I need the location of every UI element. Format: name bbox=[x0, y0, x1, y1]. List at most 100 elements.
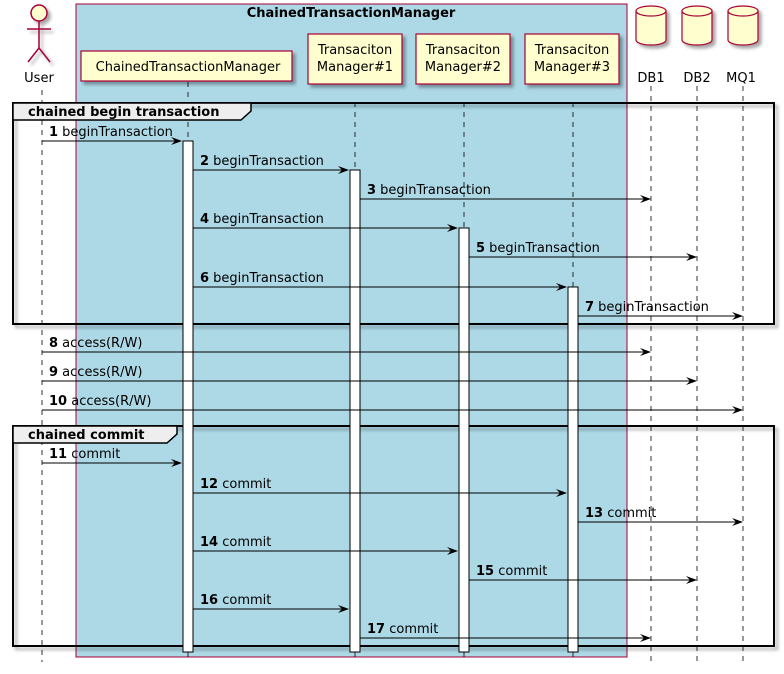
message-number: 5 bbox=[476, 241, 485, 256]
participant-box bbox=[307, 33, 403, 85]
message-label: 7 beginTransaction bbox=[585, 300, 709, 315]
actor-leg-right bbox=[38, 47, 51, 63]
message-label: 10 access(R/W) bbox=[49, 394, 151, 409]
database-icon bbox=[727, 5, 759, 46]
message-number: 13 bbox=[585, 506, 603, 521]
message-text: access(R/W) bbox=[58, 336, 142, 351]
message-label: 8 access(R/W) bbox=[49, 336, 142, 351]
fragment-begin: chained begin transaction bbox=[12, 102, 775, 325]
message-text: commit bbox=[218, 477, 271, 492]
message-number: 2 bbox=[200, 154, 209, 169]
fragment-title: chained commit bbox=[28, 428, 145, 443]
actor-head bbox=[30, 4, 48, 22]
arrowhead-icon bbox=[447, 547, 458, 555]
arrowhead-icon bbox=[171, 459, 182, 467]
message-text: commit bbox=[494, 564, 547, 579]
message-6: 6 beginTransaction bbox=[193, 271, 567, 291]
arrowhead-icon bbox=[338, 605, 349, 613]
message-number: 11 bbox=[49, 447, 67, 462]
message-label: 1 beginTransaction bbox=[49, 125, 173, 140]
message-number: 15 bbox=[476, 564, 494, 579]
fragment-header bbox=[12, 102, 252, 121]
actor-label: User bbox=[24, 71, 54, 86]
arrowhead-icon bbox=[640, 348, 651, 356]
database-icon bbox=[635, 5, 667, 46]
fragment-header bbox=[12, 425, 178, 444]
message-number: 8 bbox=[49, 336, 58, 351]
message-17: 17 commit bbox=[360, 622, 651, 642]
message-12: 12 commit bbox=[193, 477, 567, 497]
message-number: 9 bbox=[49, 365, 58, 380]
message-label: 17 commit bbox=[367, 622, 438, 637]
message-label: 4 beginTransaction bbox=[200, 212, 324, 227]
arrowhead-icon bbox=[732, 406, 743, 414]
database-db2: DB2 bbox=[681, 5, 713, 86]
fragment-commit: chained commit bbox=[12, 425, 775, 647]
message-number: 14 bbox=[200, 535, 218, 550]
arrowhead-icon bbox=[556, 489, 567, 497]
message-number: 16 bbox=[200, 593, 218, 608]
database-label: MQ1 bbox=[726, 71, 756, 86]
message-text: beginTransaction bbox=[594, 300, 709, 315]
message-text: beginTransaction bbox=[376, 183, 491, 198]
message-label: 14 commit bbox=[200, 535, 271, 550]
participant-tm1: Transaciton Manager#1 bbox=[307, 33, 403, 85]
arrowhead-icon bbox=[686, 576, 697, 584]
message-10: 10 access(R/W) bbox=[42, 394, 743, 414]
arrowhead-icon bbox=[640, 634, 651, 642]
message-label: 6 beginTransaction bbox=[200, 271, 324, 286]
arrowhead-icon bbox=[556, 283, 567, 291]
message-5: 5 beginTransaction bbox=[469, 241, 697, 261]
message-3: 3 beginTransaction bbox=[360, 183, 651, 203]
participant-label: Transaciton bbox=[317, 43, 392, 58]
fragment-title: chained begin transaction bbox=[28, 105, 219, 120]
message-text: beginTransaction bbox=[209, 212, 324, 227]
message-number: 1 bbox=[49, 125, 58, 140]
activation-tm3 bbox=[567, 286, 579, 653]
message-label: 12 commit bbox=[200, 477, 271, 492]
arrowhead-icon bbox=[338, 166, 349, 174]
activation-tm1 bbox=[349, 169, 361, 653]
message-label: 16 commit bbox=[200, 593, 271, 608]
message-9: 9 access(R/W) bbox=[42, 365, 697, 385]
participant-label: ChainedTransactionManager bbox=[96, 60, 281, 75]
message-number: 7 bbox=[585, 300, 594, 315]
message-11: 11 commit bbox=[42, 447, 182, 467]
arrowhead-icon bbox=[732, 312, 743, 320]
message-text: commit bbox=[218, 593, 271, 608]
arrowhead-icon bbox=[447, 224, 458, 232]
participant-box bbox=[80, 50, 293, 82]
message-number: 10 bbox=[49, 394, 67, 409]
message-number: 3 bbox=[367, 183, 376, 198]
database-label: DB2 bbox=[683, 71, 710, 86]
arrowhead-icon bbox=[686, 377, 697, 385]
actor-leg-left bbox=[27, 47, 40, 63]
fragment-frame bbox=[12, 102, 775, 325]
message-label: 5 beginTransaction bbox=[476, 241, 600, 256]
actor-user bbox=[27, 4, 51, 63]
arrowhead-icon bbox=[686, 253, 697, 261]
message-text: beginTransaction bbox=[58, 125, 173, 140]
arrowhead-icon bbox=[171, 137, 182, 145]
message-number: 17 bbox=[367, 622, 385, 637]
database-db1: DB1 bbox=[635, 5, 667, 86]
message-text: beginTransaction bbox=[209, 154, 324, 169]
message-text: beginTransaction bbox=[209, 271, 324, 286]
message-15: 15 commit bbox=[469, 564, 697, 584]
fragment-frame bbox=[12, 425, 775, 647]
message-label: 13 commit bbox=[585, 506, 656, 521]
message-13: 13 commit bbox=[578, 506, 743, 526]
activation-tm2 bbox=[458, 227, 470, 653]
message-14: 14 commit bbox=[193, 535, 458, 555]
message-text: commit bbox=[603, 506, 656, 521]
message-text: commit bbox=[385, 622, 438, 637]
message-4: 4 beginTransaction bbox=[193, 212, 458, 232]
box-title: ChainedTransactionManager bbox=[247, 6, 456, 21]
participant-tm3: Transaciton Manager#3 bbox=[524, 33, 620, 85]
participant-label: Transaciton bbox=[534, 43, 609, 58]
message-16: 16 commit bbox=[193, 593, 349, 613]
participant-label: Manager#3 bbox=[534, 60, 610, 75]
message-label: 11 commit bbox=[49, 447, 120, 462]
message-text: commit bbox=[67, 447, 120, 462]
